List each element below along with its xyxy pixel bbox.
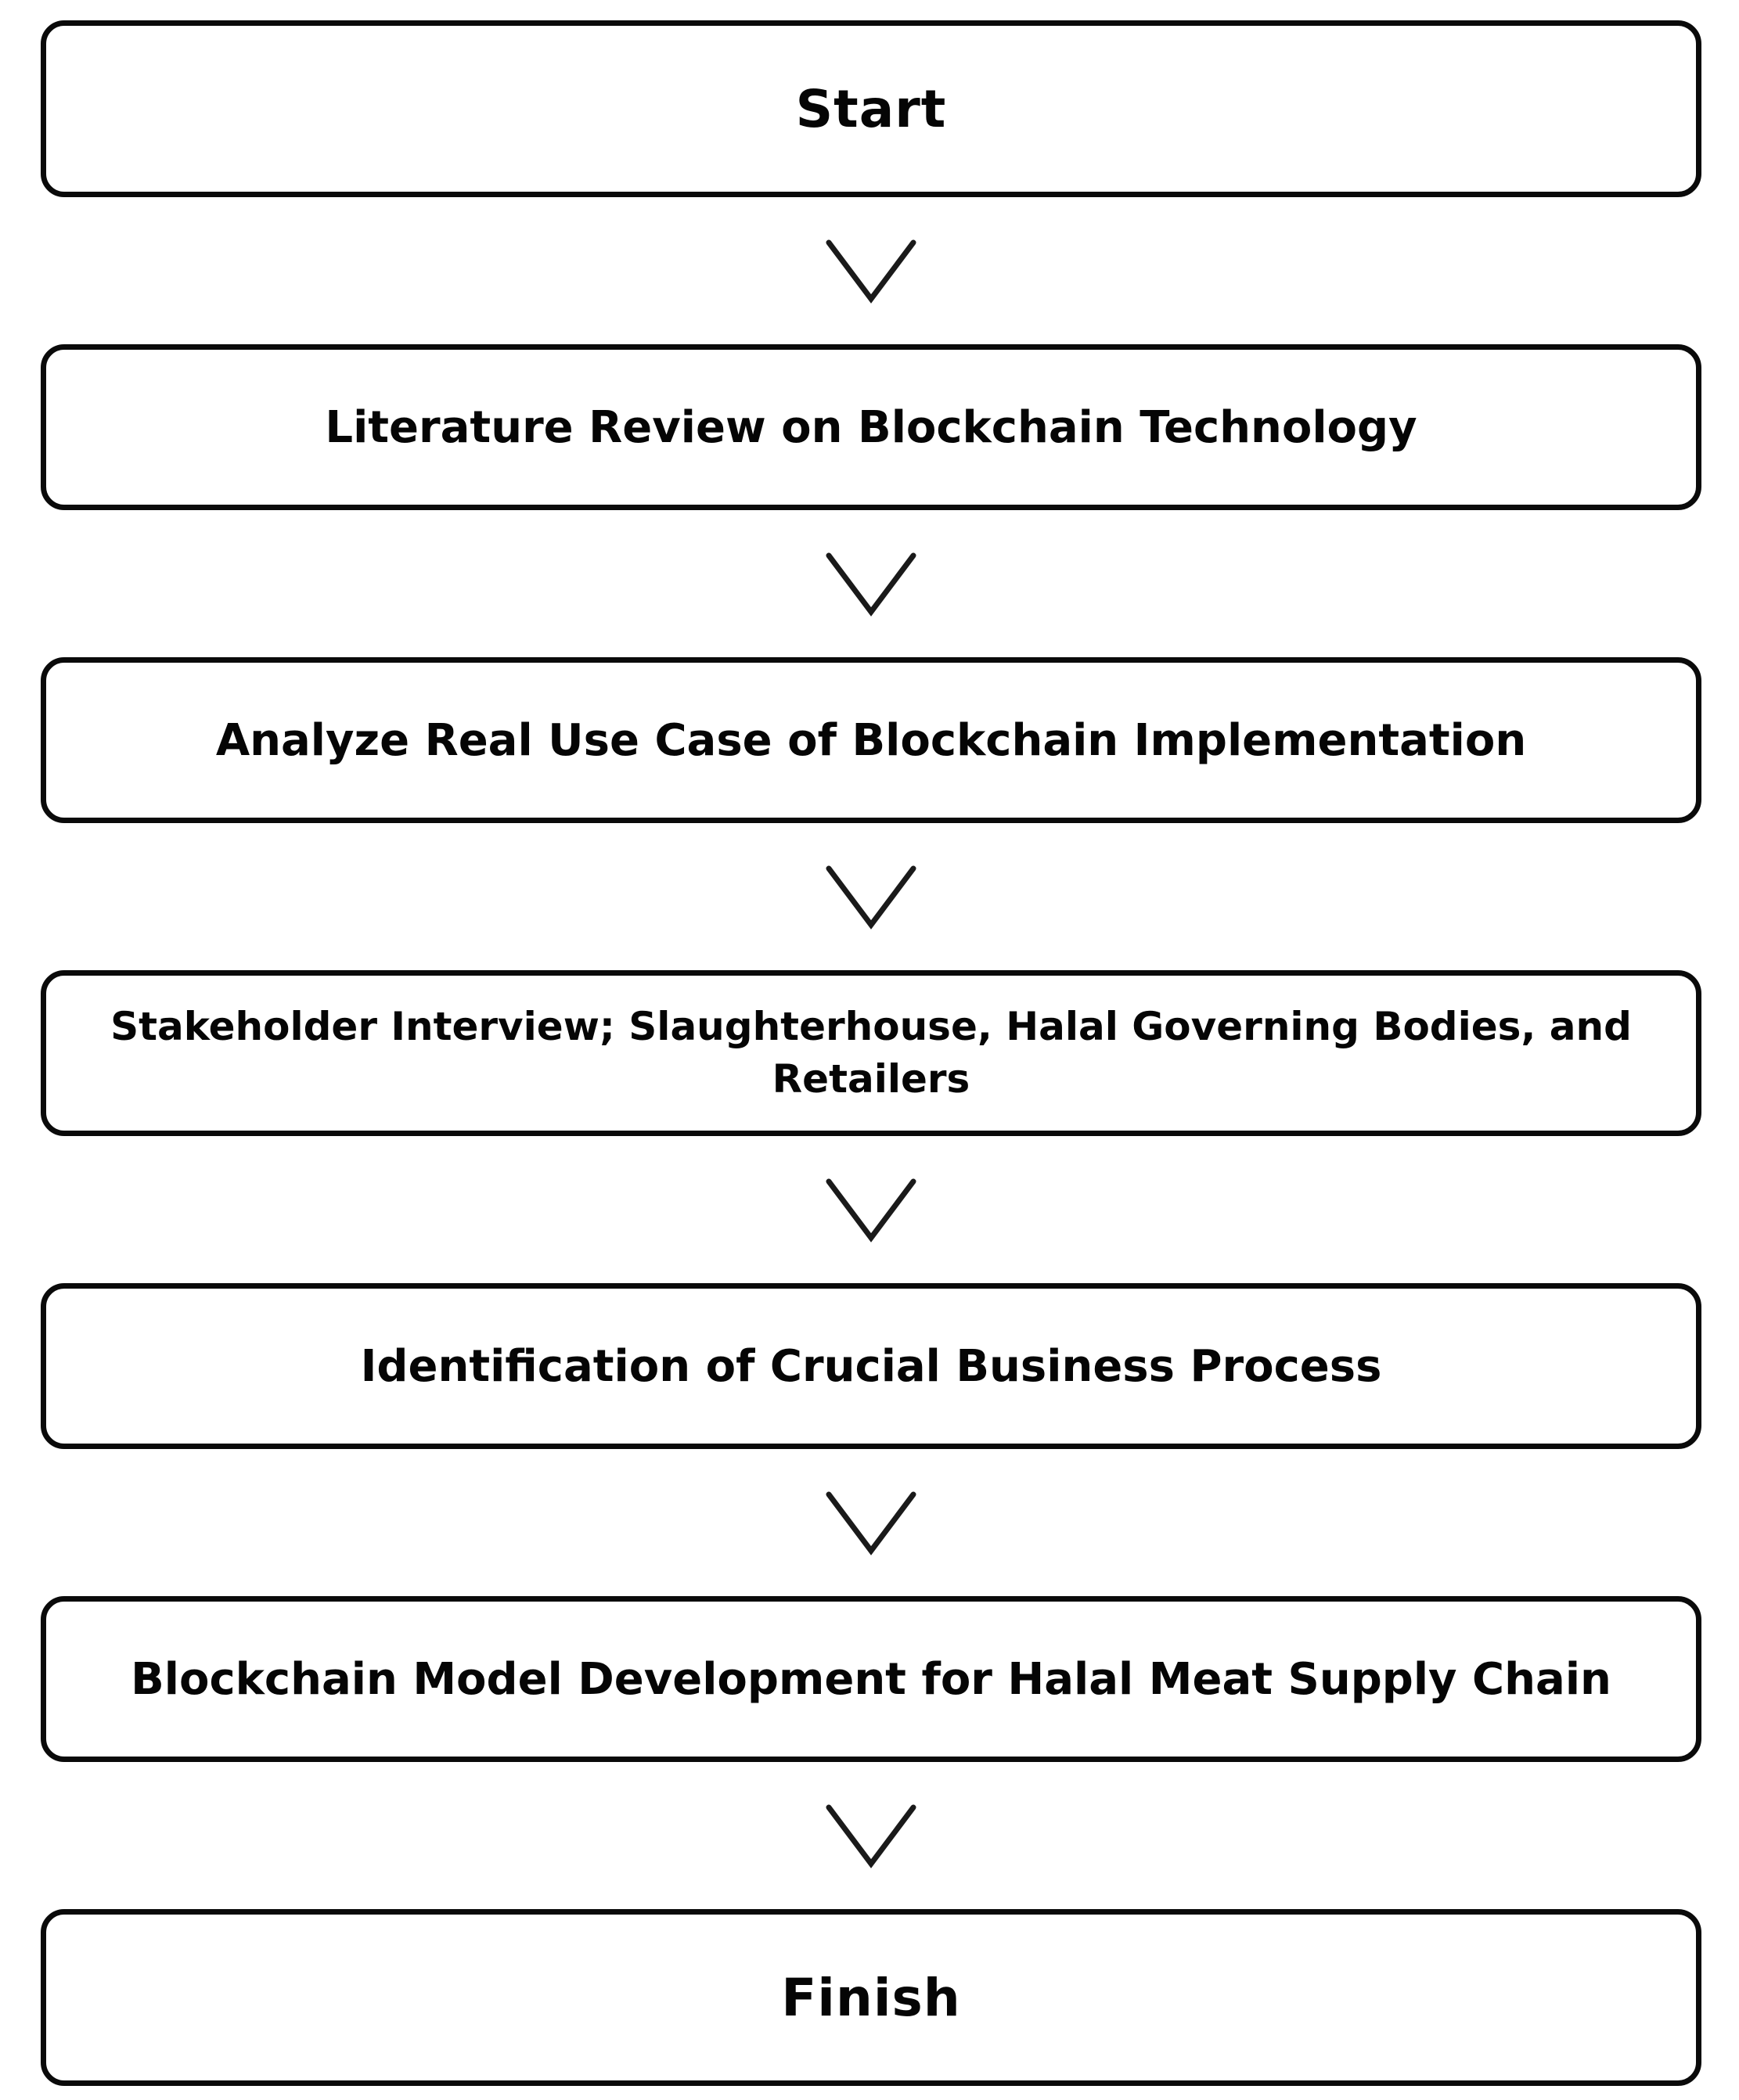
chevron-down-icon (826, 865, 916, 930)
connector-5 (41, 1449, 1701, 1596)
flow-node-stakeholder-interview: Stakeholder Interview; Slaughterhouse, H… (41, 970, 1701, 1136)
chevron-down-icon (826, 1804, 916, 1868)
flow-node-literature-review-label: Literature Review on Blockchain Technolo… (325, 401, 1417, 453)
connector-6 (41, 1762, 1701, 1909)
flow-node-start: Start (41, 20, 1701, 197)
chevron-down-icon (826, 239, 916, 304)
flow-node-blockchain-model-development-label: Blockchain Model Development for Halal M… (131, 1653, 1611, 1705)
flow-node-finish: Finish (41, 1909, 1701, 2086)
connector-1 (41, 197, 1701, 344)
flow-node-identify-business-process-label: Identification of Crucial Business Proce… (360, 1340, 1382, 1392)
connector-2 (41, 510, 1701, 657)
flow-node-stakeholder-interview-label: Stakeholder Interview; Slaughterhouse, H… (110, 1003, 1632, 1102)
flow-node-analyze-use-case-label: Analyze Real Use Case of Blockchain Impl… (215, 714, 1527, 766)
flow-node-identify-business-process: Identification of Crucial Business Proce… (41, 1283, 1701, 1449)
flow-node-literature-review: Literature Review on Blockchain Technolo… (41, 344, 1701, 510)
chevron-down-icon (826, 1491, 916, 1555)
flow-node-analyze-use-case: Analyze Real Use Case of Blockchain Impl… (41, 657, 1701, 823)
chevron-down-icon (826, 1178, 916, 1242)
chevron-down-icon (826, 552, 916, 617)
connector-4 (41, 1136, 1701, 1283)
connector-3 (41, 823, 1701, 970)
flow-node-start-label: Start (795, 78, 947, 139)
flow-node-blockchain-model-development: Blockchain Model Development for Halal M… (41, 1596, 1701, 1762)
flow-node-finish-label: Finish (781, 1967, 961, 2028)
